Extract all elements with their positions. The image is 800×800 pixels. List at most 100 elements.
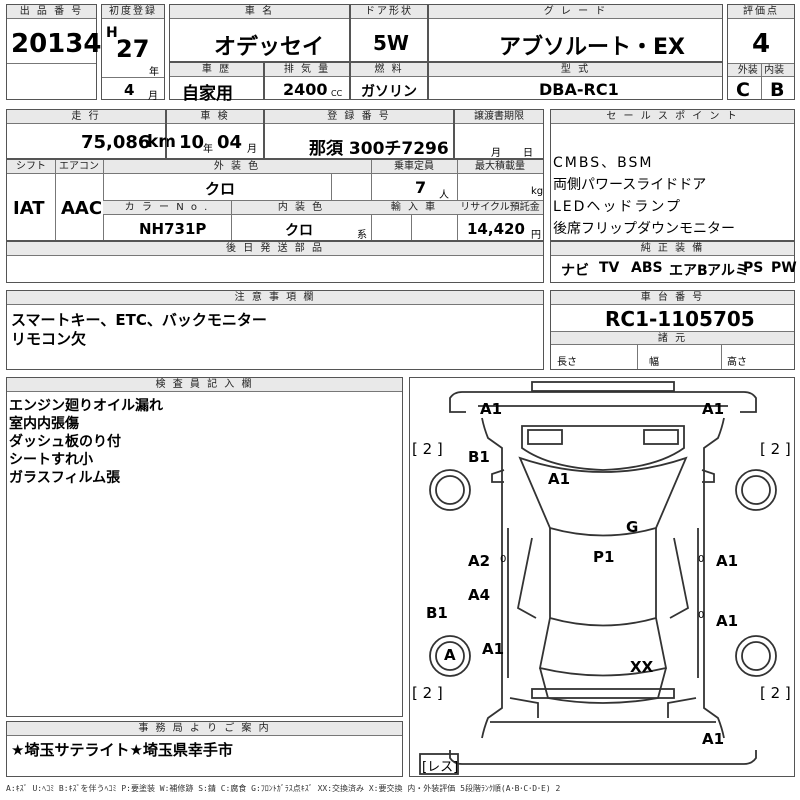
insp-year-unit: 年 (203, 144, 213, 155)
office-box: 事 務 局 よ り ご 案 内 ★埼玉サテライト★埼玉県幸手市 (6, 721, 403, 777)
diag-a1-low: A1 (482, 640, 505, 658)
equip-pw: PW (771, 260, 797, 276)
factory-equip-box: 純 正 装 備 ナビ TV ABS エアB アルミ PS PW (550, 241, 797, 283)
chassis-number: RC1-1105705 (605, 307, 755, 331)
inspector-note: エンジン廻りオイル漏れ (9, 398, 163, 414)
width-label: 幅 (649, 357, 659, 368)
ac-label: エアコン (55, 160, 103, 174)
first-registration-label: 初度登録 (102, 5, 164, 19)
diag-a2-o: 0 (500, 554, 507, 565)
era: H (106, 25, 118, 41)
car-name: オデッセイ (214, 35, 325, 60)
door-box: ドア形状 5W (350, 4, 428, 62)
later-parts-label: 後 日 発 送 部 品 (7, 242, 543, 256)
shift: IAT (13, 198, 45, 219)
damage-diagram: A1 A1 B1 A1 G A2 0 P1 0 A1 A4 B1 0 A1 A … (409, 377, 795, 777)
int-color: クロ (285, 223, 313, 239)
mileage-label: 走 行 (7, 110, 165, 124)
inspector-note: 室内内張傷 (9, 416, 79, 432)
grade: アブソルート・EX (499, 35, 685, 60)
height-label: 高さ (727, 357, 747, 368)
diag-b1-left: B1 (426, 604, 448, 622)
equip-tv: TV (599, 260, 620, 276)
kei-unit: 系 (357, 230, 367, 241)
recycle-label: リサイクル預託金 (457, 201, 543, 215)
doc-month-unit: 月 (491, 148, 501, 159)
fuel-label: 燃 料 (351, 63, 427, 77)
chassis-box: 車 台 番 号 RC1-1105705 諸 元 長さ 幅 高さ (550, 290, 795, 370)
details-grid: シフト エアコン 外 装 色 乗車定員 最大積載量 IAT AAC クロ 7 人… (6, 159, 544, 241)
max-load-label: 最大積載量 (457, 160, 543, 174)
score-box: 評価点 4 外装 内装 C B (727, 4, 795, 101)
cc-unit: CC (331, 89, 343, 98)
mileage-box: 走 行 75,086 km (6, 109, 176, 159)
insp-month-unit: 月 (247, 144, 257, 155)
tire-front-right: [ 2 ] (760, 440, 791, 458)
diag-right-low: A1 (716, 612, 739, 630)
door-label: ドア形状 (351, 5, 427, 19)
tire-rear-right: [ 2 ] (760, 684, 791, 702)
equip-abs: ABS (631, 260, 663, 276)
ac: AAC (61, 198, 103, 219)
yen-unit: 円 (531, 230, 541, 241)
inspector-note: ガラスフィルム張 (9, 470, 121, 486)
score: 4 (752, 29, 771, 59)
doc-day-unit: 日 (523, 148, 533, 159)
note-line: リモコン欠 (11, 330, 87, 348)
car-name-box: 車 名 オデッセイ (169, 4, 350, 62)
equip-ps: PS (743, 260, 764, 276)
diag-right-mid-o: 0 (698, 554, 705, 565)
equip-alloy: アルミ (707, 263, 749, 279)
diag-a4: A4 (468, 586, 491, 604)
equip-airbag: エアB (669, 263, 708, 279)
first-reg-year: 27 (116, 35, 150, 63)
capacity-label: 乗車定員 (371, 160, 457, 174)
diag-rear: A1 (702, 730, 725, 748)
displacement: 2400 (283, 80, 328, 99)
ext-color: クロ (205, 180, 236, 198)
car-outline-icon (419, 381, 777, 775)
capacity: 7 (415, 178, 427, 197)
model-box: 型 式 DBA-RC1 (428, 62, 723, 100)
first-reg-month: 4 (124, 81, 135, 99)
sales-point: CMBS、BSM (553, 155, 654, 171)
inspection-label: 車 検 (167, 110, 263, 124)
color-no-label: カ ラ ー N o . (103, 201, 231, 215)
kg-unit: kg (531, 186, 544, 197)
score-label: 評価点 (728, 5, 794, 19)
diag-g: G (626, 518, 639, 536)
fuel-box: 燃 料 ガソリン (350, 62, 428, 100)
lot-number-label: 出 品 番 号 (7, 5, 96, 19)
diag-a2: A2 (468, 552, 491, 570)
legend: A:ｷｽﾞ U:ﾍｺﾐ B:ｷｽﾞを伴うﾍｺﾐ P:要塗装 W:補修跡 S:錆 … (6, 784, 561, 793)
history-label: 車 歴 (170, 63, 263, 77)
sales-point: 後席フリップダウンモニター (553, 221, 735, 237)
recycle-fee: 14,420 (467, 220, 525, 238)
year-unit: 年 (149, 67, 159, 78)
history: 自家用 (182, 84, 233, 104)
inspection-year: 10 (179, 132, 205, 153)
interior-grade: B (770, 79, 785, 101)
notes-box: 注 意 事 項 欄 スマートキー、ETC、バックモニター リモコン欠 (6, 290, 544, 370)
reg-number-box: 登 録 番 号 那須 300チ7296 (264, 109, 454, 159)
month-unit: 月 (148, 91, 158, 102)
transfer-doc-box: 譲渡書期限 月 日 (454, 109, 544, 159)
inspection-box: 車 検 10 年 04 月 (166, 109, 264, 159)
tire-rear-left: [ 2 ] (412, 684, 443, 702)
door-type: 5W (373, 31, 409, 55)
exterior-grade: C (736, 79, 750, 101)
diag-front-left: A1 (480, 400, 503, 418)
diag-xx: XX (630, 658, 654, 676)
office-message: ★埼玉サテライト★埼玉県幸手市 (11, 741, 233, 759)
diag-wheel-a: A (444, 646, 456, 664)
fuel: ガソリン (361, 84, 417, 100)
import-label: 輸 入 車 (371, 201, 457, 215)
displacement-label: 排 気 量 (265, 63, 349, 77)
diag-right-mid: A1 (716, 552, 739, 570)
inspector-label: 検 査 員 記 入 欄 (7, 378, 402, 392)
color-number: NH731P (139, 220, 207, 238)
grade-label: グ レ ー ド (429, 5, 722, 19)
later-parts-box: 後 日 発 送 部 品 (6, 241, 544, 283)
int-color-label: 内 装 色 (231, 201, 371, 215)
km-unit: km (147, 132, 177, 152)
